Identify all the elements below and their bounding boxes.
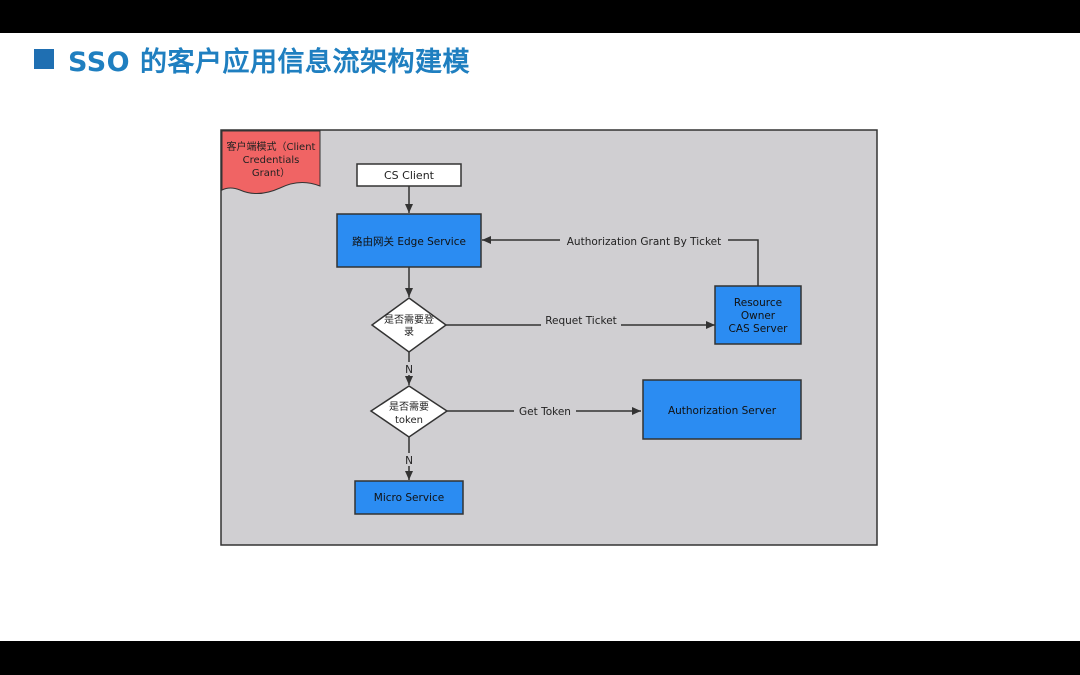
micro-service-label: Micro Service	[374, 492, 444, 504]
note-label-line-2: Credentials	[243, 155, 300, 166]
edge-label-n1: N	[405, 364, 413, 376]
edge-label-n2: N	[405, 455, 413, 467]
edge-label-bg-n1	[403, 362, 415, 375]
slide-title: SSO 的客户应用信息流架构建模	[34, 38, 470, 80]
note-label-line-3: Grant）	[252, 167, 290, 179]
resource-owner-label-line-3: CAS Server	[729, 323, 789, 335]
node-micro-service	[354, 480, 464, 515]
decision-token-label-line-1: 是否需要	[389, 401, 429, 413]
node-cs-client-label: CS Client	[384, 169, 435, 182]
top-letterbox-bar	[0, 0, 1080, 33]
edge-label-bg-token	[514, 404, 576, 418]
slide-title-text: SSO 的客户应用信息流架构建模	[68, 46, 471, 78]
title-bullet-square-icon	[34, 49, 54, 69]
bottom-letterbox-bar	[0, 641, 1080, 675]
note-tag-shape	[221, 130, 321, 194]
edge-label-authorization-grant: Authorization Grant By Ticket	[567, 236, 721, 248]
decision-login-label-line-1: 是否需要登	[384, 313, 434, 326]
decision-login-label-line-2: 录	[404, 326, 414, 338]
note-label-line-1: 客户端模式（Client	[227, 140, 316, 153]
edge-label-get-token: Get Token	[519, 406, 571, 418]
node-edge-service-label: 路由网关 Edge Service	[352, 235, 466, 248]
authorization-server-label: Authorization Server	[668, 405, 777, 417]
edge-label-bg-n2	[403, 453, 415, 466]
edge-label-bg-request	[541, 313, 621, 327]
edge-label-bg-grant	[560, 234, 728, 248]
resource-owner-label-line-1: Resource	[734, 297, 782, 309]
resource-owner-label-line-2: Owner	[741, 310, 776, 322]
edge-label-request-ticket: Requet Ticket	[545, 315, 617, 327]
decision-token-label-line-2: token	[395, 415, 423, 426]
node-resource-owner	[714, 285, 802, 345]
node-authorization-server	[642, 379, 802, 440]
